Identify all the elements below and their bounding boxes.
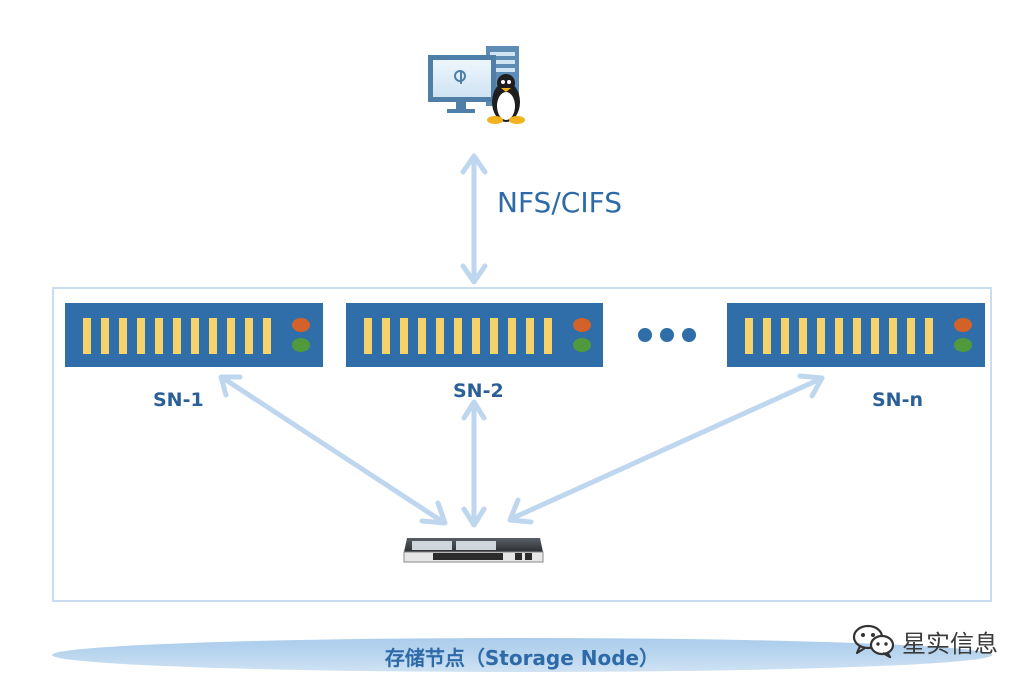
storage-node-server-n [727, 303, 985, 367]
node-label-sn-2: SN-2 [453, 380, 504, 402]
linux-client-computer-icon [428, 46, 525, 124]
more-nodes-ellipsis [638, 328, 696, 342]
node-label-sn-n: SN-n [872, 389, 923, 411]
watermark: 星实信息 [852, 621, 1027, 661]
storage-cluster-box [52, 287, 992, 602]
protocol-label: NFS/CIFS [497, 186, 622, 219]
wechat-icon [852, 624, 895, 659]
node-label-sn-1: SN-1 [153, 389, 204, 411]
storage-node-server-2 [346, 303, 603, 367]
storage-node-server-1 [65, 303, 323, 367]
network-switch-icon [403, 538, 544, 563]
client-cluster-arrow [460, 153, 488, 285]
storage-node-banner-text: 存储节点（Storage Node） [384, 646, 660, 670]
watermark-text: 星实信息 [902, 629, 998, 658]
storage-node-banner [52, 638, 992, 672]
node-switch-arrows [218, 373, 825, 528]
